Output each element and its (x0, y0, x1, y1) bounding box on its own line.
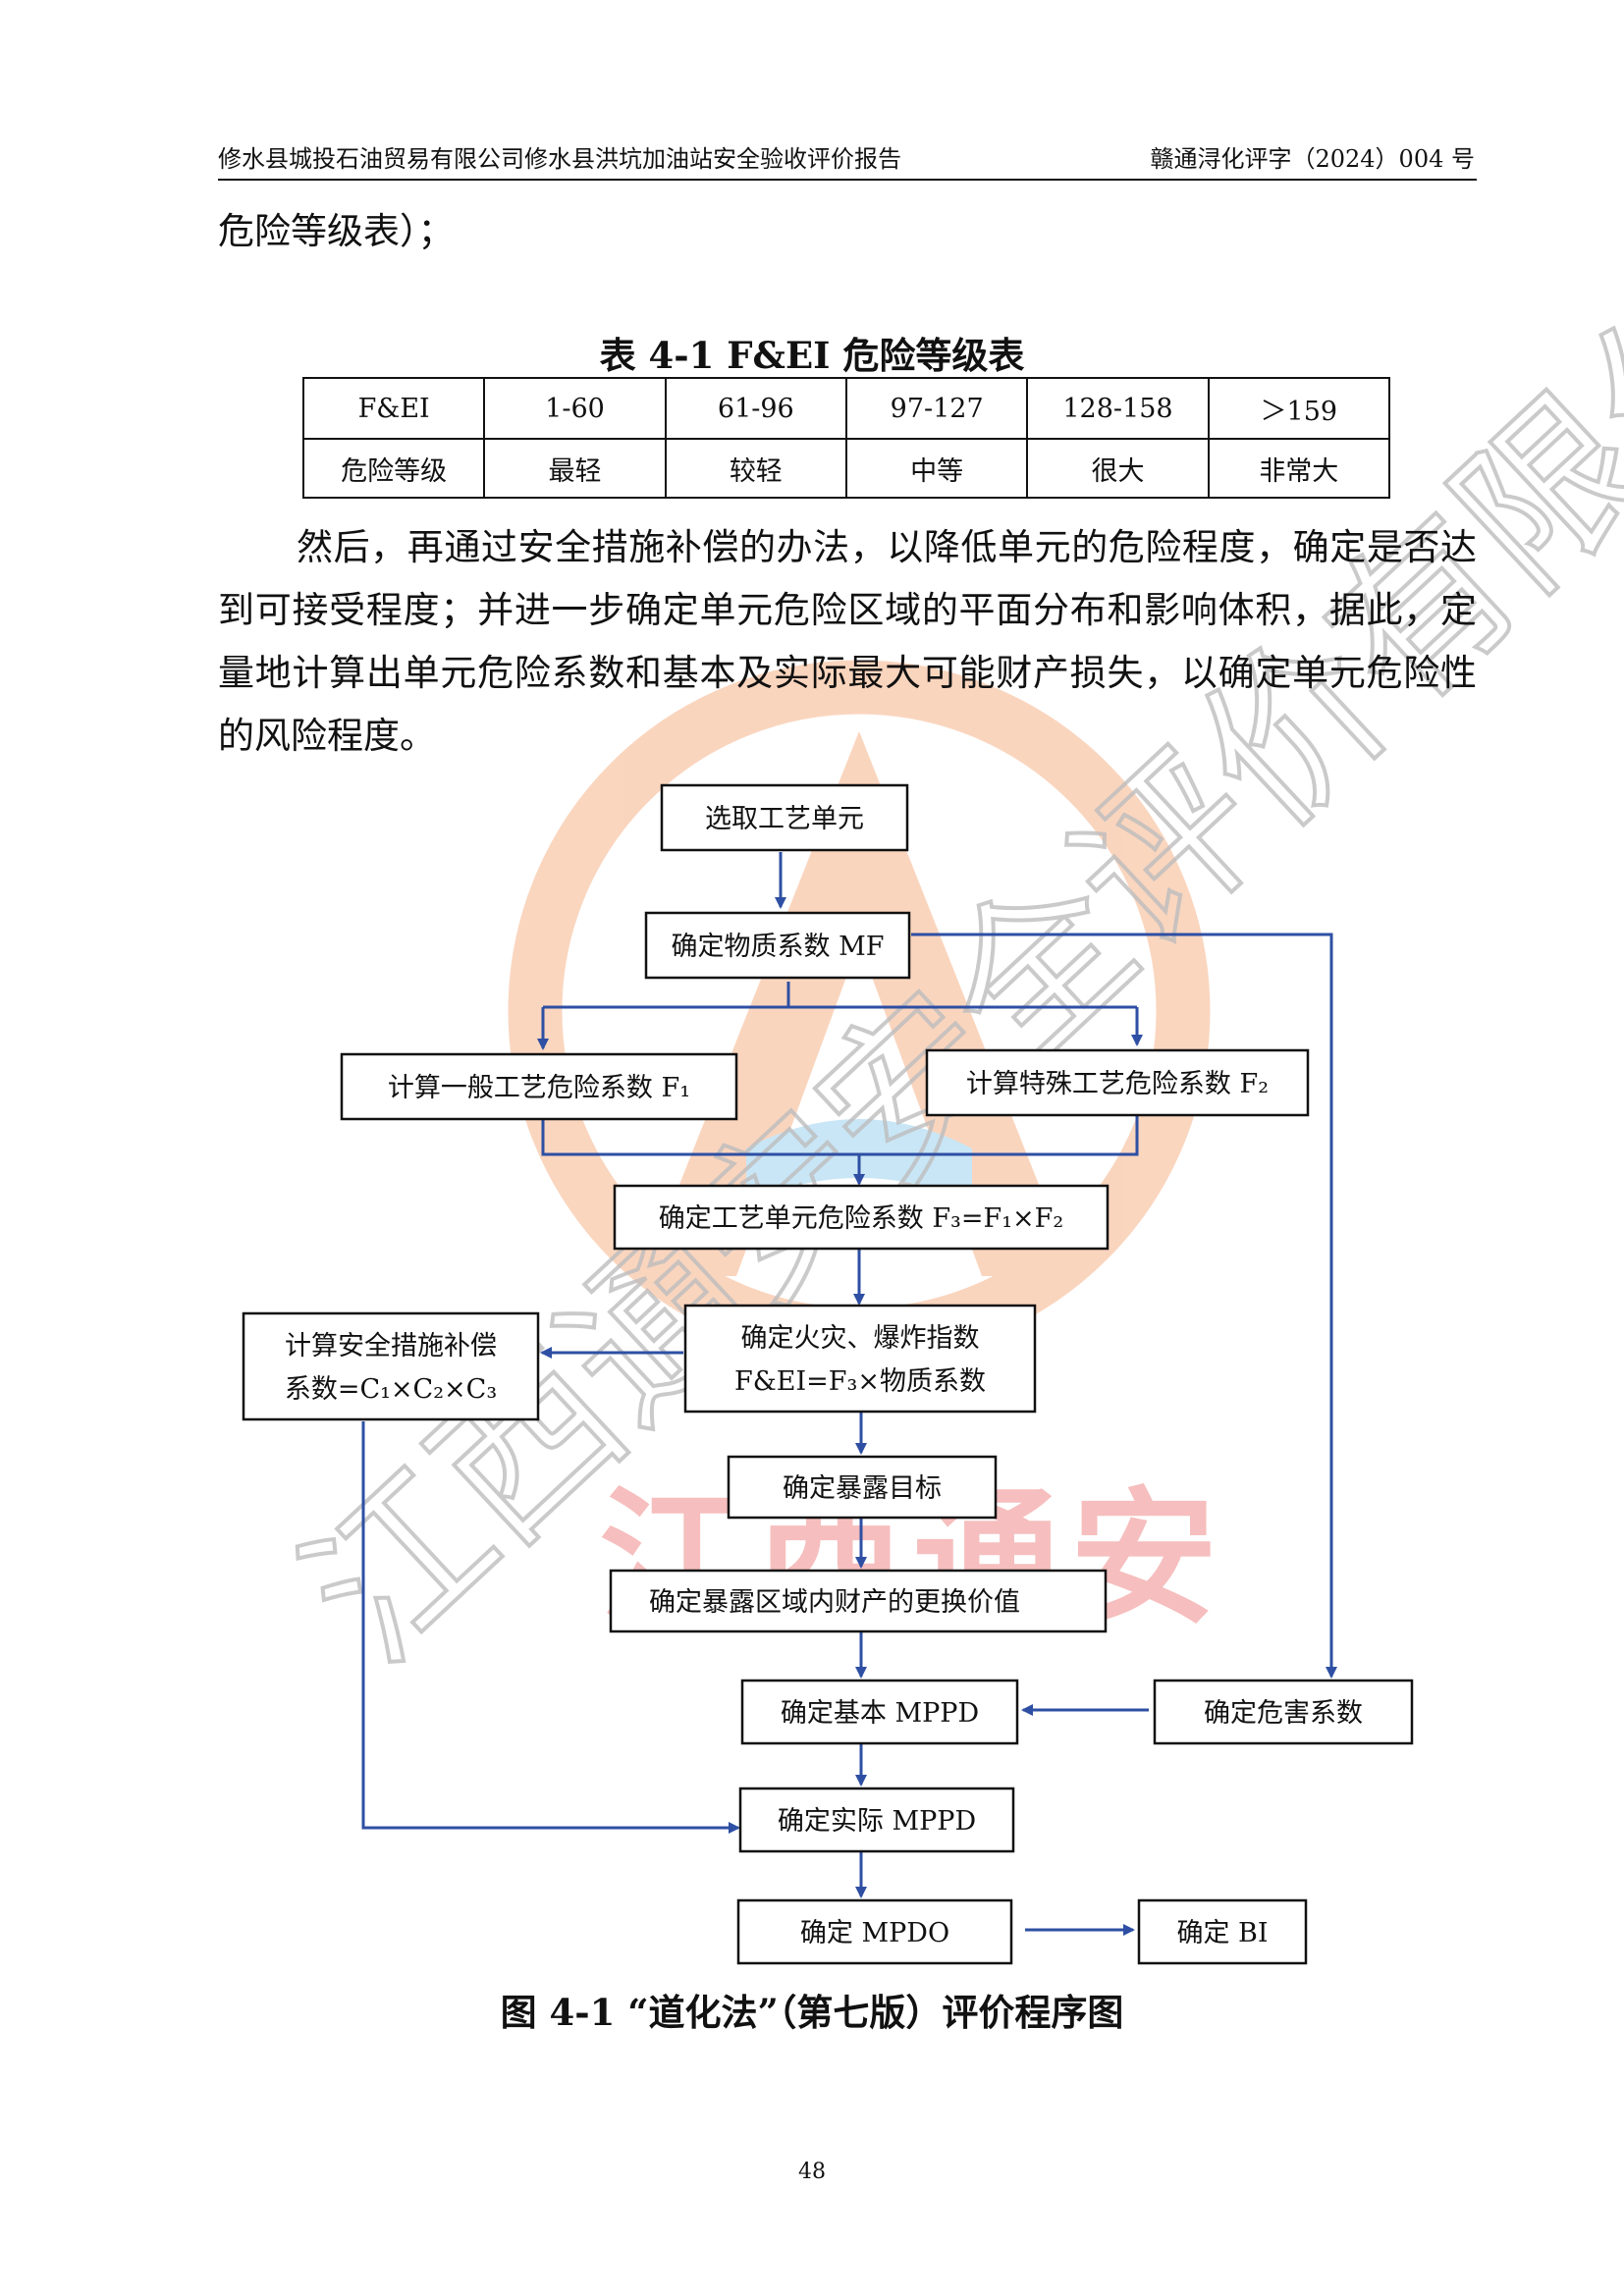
header-right-docno: 赣通浔化评字（2024）004 号 (1150, 145, 1475, 173)
node-label: 确定 BI (1176, 1918, 1268, 1949)
node-damage-factor: 确定危害系数 (1153, 1679, 1414, 1745)
table-cell: 较轻 (664, 438, 847, 499)
node-actual-mppd: 确定实际 MPPD (738, 1787, 1015, 1853)
node-label: 计算特殊工艺危险系数 F₂ (966, 1069, 1269, 1099)
node-label: 确定工艺单元危险系数 F₃=F₁×F₂ (659, 1203, 1064, 1234)
table-cell: ＞159 (1207, 377, 1391, 440)
node-label: 确定实际 MPPD (778, 1806, 976, 1837)
paragraph-1: 危险等级表）； (218, 210, 455, 252)
node-label: 计算一般工艺危险系数 F₁ (388, 1073, 690, 1103)
table-cell: 很大 (1026, 438, 1210, 499)
figure-caption: 图 4-1 “道化法”（第七版）评价程序图 (500, 1991, 1124, 2034)
header-rule (218, 179, 1477, 181)
arrow-safety-to-actual (361, 1421, 740, 1834)
node-mpdo: 确定 MPDO (736, 1898, 1013, 1965)
page-number: 48 (798, 2160, 826, 2184)
node-unit-hazard-factor: 确定工艺单元危险系数 F₃=F₁×F₂ (613, 1184, 1110, 1251)
node-exposure-target: 确定暴露目标 (727, 1455, 998, 1520)
node-label-line2: 系数=C₁×C₂×C₃ (285, 1374, 497, 1405)
node-safety-credit: 计算安全措施补偿 系数=C₁×C₂×C₃ (242, 1311, 540, 1421)
flow-connectors (361, 852, 1337, 1936)
table-cell: 最轻 (483, 438, 667, 499)
node-label: 确定暴露目标 (783, 1473, 942, 1504)
node-general-process-hazard: 计算一般工艺危险系数 F₁ (340, 1052, 738, 1121)
node-material-factor: 确定物质系数 MF (644, 911, 911, 980)
table-cell: 危险等级 (301, 438, 486, 499)
table-caption: 表 4-1 F&EI 危险等级表 (599, 334, 1025, 377)
header-left-title: 修水县城投石油贸易有限公司修水县洪坑加油站安全验收评价报告 (218, 145, 901, 173)
node-basic-mppd: 确定基本 MPPD (740, 1679, 1019, 1745)
node-label-line2: F&EI=F₃×物质系数 (734, 1366, 986, 1397)
node-label-line1: 确定火灾、爆炸指数 (741, 1323, 980, 1354)
table-cell: 中等 (844, 438, 1029, 499)
node-label: 确定暴露区域内财产的更换价值 (649, 1587, 1020, 1618)
table-row: F&EI 1-60 61-96 97-127 128-158 ＞159 (301, 377, 1391, 440)
node-label: 确定危害系数 (1204, 1698, 1363, 1729)
paragraph-2: 然后，再通过安全措施补偿的办法，以降低单元的危险程度，确定是否达到可接受程度；并… (218, 526, 1477, 757)
node-select-unit: 选取工艺单元 (660, 783, 909, 852)
table-cell: 非常大 (1207, 438, 1391, 499)
line-mf-split (543, 982, 1137, 1009)
table-cell: 128-158 (1026, 377, 1210, 440)
node-label: 选取工艺单元 (705, 804, 864, 834)
node-special-process-hazard: 计算特殊工艺危险系数 F₂ (925, 1048, 1310, 1117)
node-fire-explosion-index: 确定火灾、爆炸指数 F&EI=F₃×物质系数 (683, 1304, 1037, 1414)
table-cell: 61-96 (664, 377, 847, 440)
table-row: 危险等级 最轻 较轻 中等 很大 非常大 (301, 438, 1391, 499)
node-label: 确定 MPDO (800, 1918, 949, 1949)
fei-hazard-table: F&EI 1-60 61-96 97-127 128-158 ＞159 危险等级… (301, 377, 1391, 499)
table-cell: F&EI (301, 377, 486, 440)
node-label: 确定基本 MPPD (781, 1698, 979, 1729)
table-cell: 97-127 (844, 377, 1029, 440)
node-replacement-value: 确定暴露区域内财产的更换价值 (609, 1569, 1108, 1633)
line-f1-f2-join (541, 1115, 1139, 1156)
node-bi: 确定 BI (1137, 1898, 1308, 1965)
arrow-mf-to-damage (911, 933, 1337, 1679)
node-label: 确定物质系数 MF (672, 932, 885, 962)
table-cell: 1-60 (483, 377, 667, 440)
node-label-line1: 计算安全措施补偿 (285, 1331, 497, 1362)
